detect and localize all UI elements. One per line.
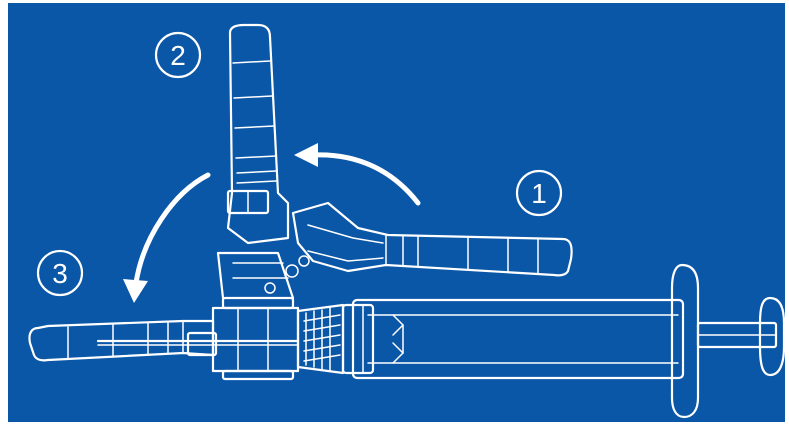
diagram-panel: 1 2 3 [8,3,785,422]
syringe [298,265,784,417]
syringe-barrel [343,300,683,378]
arrow-step-1-to-2 [294,143,418,203]
step-label-3: 3 [52,258,68,289]
syringe-safety-device-illustration: 1 2 3 [8,3,785,422]
step-marker-2: 2 [156,33,200,77]
syringe-plunger [698,298,784,375]
needle-hub-housing [213,253,309,379]
step-marker-3: 3 [38,251,82,295]
safety-shield-position-2 [228,25,288,243]
arrow-step-2-to-3 [123,175,208,303]
syringe-flange [672,265,698,417]
step-label-2: 2 [170,40,186,71]
step-marker-1: 1 [517,171,561,215]
step-label-1: 1 [531,178,547,209]
syringe-luer-hub [298,305,343,373]
